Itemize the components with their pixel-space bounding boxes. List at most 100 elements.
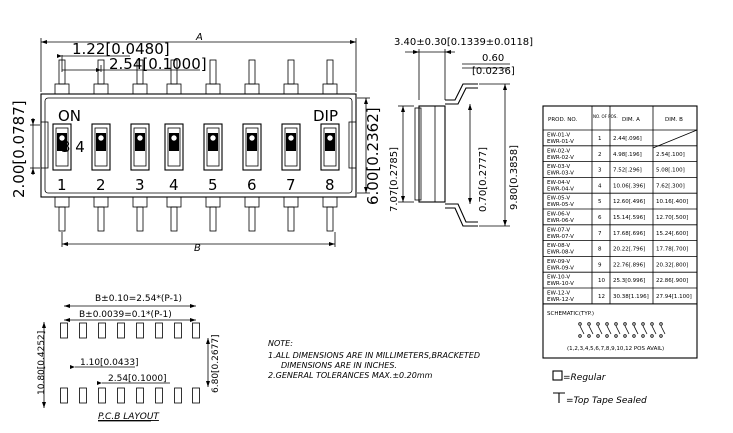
pcb-layout: B±0.10=2.54*(P-1) B±0.0039=0.1*(P-1) 10.… [37,294,221,422]
cell-prod-r: EWR-07-V [547,234,574,240]
schematic-lever [651,325,657,335]
schematic-lever [606,325,612,335]
schematic-contact [578,322,582,326]
pcb-pad [79,387,87,404]
schematic-contact [614,334,618,338]
cell-pos: 3 [598,168,602,174]
pcb-pad [155,387,163,404]
cell-prod: EW-12-V [547,291,570,297]
top-view: A 1.22[0.0480] 2.54[0.1000] ON DIP 3 4 1… [10,32,382,254]
switch-number: 3 [135,176,145,194]
schematic-caption: (1,2,3,4,5,6,7,8,9,10,12 POS AVAIL) [567,346,664,352]
switch-track [94,127,108,167]
switch-dot [248,134,256,142]
bottom-pin [97,206,105,232]
cell-prod-r: EWR-09-V [547,265,574,271]
dimension-table: PROD. NO. NO. OF POS. DIM. A DIM. B EW-0… [542,105,698,359]
pcb-pad [192,322,200,339]
cell-dim-b: 7.62[.300] [656,183,685,189]
cell-dim-b: 10.16[.400] [656,199,688,205]
schematic-contact [587,334,591,338]
dim-side-top: 3.40±0.30[0.1339±0.0118] [394,37,533,48]
cell-dim-a: 17.68[.696] [613,231,645,237]
note-line1: 1.ALL DIMENSIONS ARE IN MILLIMETERS,BRAC… [268,351,480,360]
cell-dim-a: 15.14[.596] [613,215,645,221]
switch-number: 4 [169,176,179,194]
bottom-pin [326,206,334,232]
pcb-pad [174,322,182,339]
schematic-contact [596,322,600,326]
cell-dim-b: 22.86[.900] [656,278,688,284]
bottom-pin-shoulder [283,196,299,208]
table-header-dim-b: DIM. B [665,117,683,123]
bottom-pins [54,196,338,232]
switch-track [323,127,337,167]
pcb-pad [117,387,125,404]
cell-dim-a: 4.98[.196] [613,152,642,158]
top-pin-shoulder [244,83,260,95]
switch-slot [130,123,150,171]
schematic-lever [642,325,648,335]
pcb-pad [155,322,163,339]
switch-number: 6 [247,176,257,194]
dim-lead-thickness-in: [0.0236] [472,66,515,77]
cell-prod: EW-08-V [547,243,570,249]
schematic-contact [659,334,663,338]
schematic-contact [641,322,645,326]
dim-pin-offset: 1.22[0.0480] [72,40,170,58]
cell-prod: EW-04-V [547,180,570,186]
schematic-lever [633,325,639,335]
cell-pos: 10 [598,278,605,284]
schematic-contact [632,322,636,326]
schematic-contact [641,334,645,338]
top-pin [326,59,334,85]
notes: NOTE: 1.ALL DIMENSIONS ARE IN MILLIMETER… [268,339,480,380]
cell-pos: 12 [598,294,605,300]
note-line2: DIMENSIONS ARE IN INCHES. [281,361,397,370]
switch-dot [209,134,217,142]
bottom-pin-shoulder [132,196,148,208]
bottom-pin-shoulder [93,196,109,208]
cell-prod: EW-02-V [547,148,570,154]
bottom-pin [287,206,295,232]
dim-lead-thickness: 0.60 [482,53,504,64]
switch-number: 2 [96,176,106,194]
switch-track [245,127,259,167]
switch-actuator [57,133,67,151]
dim-b-label: B [194,243,201,254]
cell-pos: 9 [598,262,602,268]
switch-track [167,127,181,167]
cell-pos: 4 [598,183,602,189]
switch-number: 5 [208,176,218,194]
dim-pitch: 2.54[0.1000] [109,55,207,73]
pcb-dim-right: 6.80[0.2677] [211,334,221,393]
cell-prod: EW-09-V [547,259,570,265]
cell-prod-r: EWR-01-V [547,139,574,145]
top-pin [287,59,295,85]
note-line3: 2.GENERAL TOLERANCES MAX.±0.20mm [268,371,433,380]
top-pin-shoulder [54,83,70,95]
switch-number: 1 [57,176,67,194]
cell-dim-a: 12.60[.496] [613,199,645,205]
schematic-contact [650,334,654,338]
schematic-contact [605,322,609,326]
pcb-pad [136,387,144,404]
switch-track [55,127,69,167]
cell-dim-b: 2.54[.100] [656,152,685,158]
pcb-dim-b1: B±0.10=2.54*(P-1) [95,294,182,304]
pcb-pad [117,322,125,339]
cell-prod-r: EWR-12-V [547,297,574,303]
bottom-pin [209,206,217,232]
cell-prod: EW-10-V [547,275,570,281]
table-header-prod: PROD. NO. [548,117,577,123]
cell-prod-r: EWR-02-V [547,155,574,161]
bottom-pin [58,206,66,232]
table-header-dim-a: DIM. A [622,117,640,123]
cell-dim-b: 20.32[.800] [656,262,688,268]
